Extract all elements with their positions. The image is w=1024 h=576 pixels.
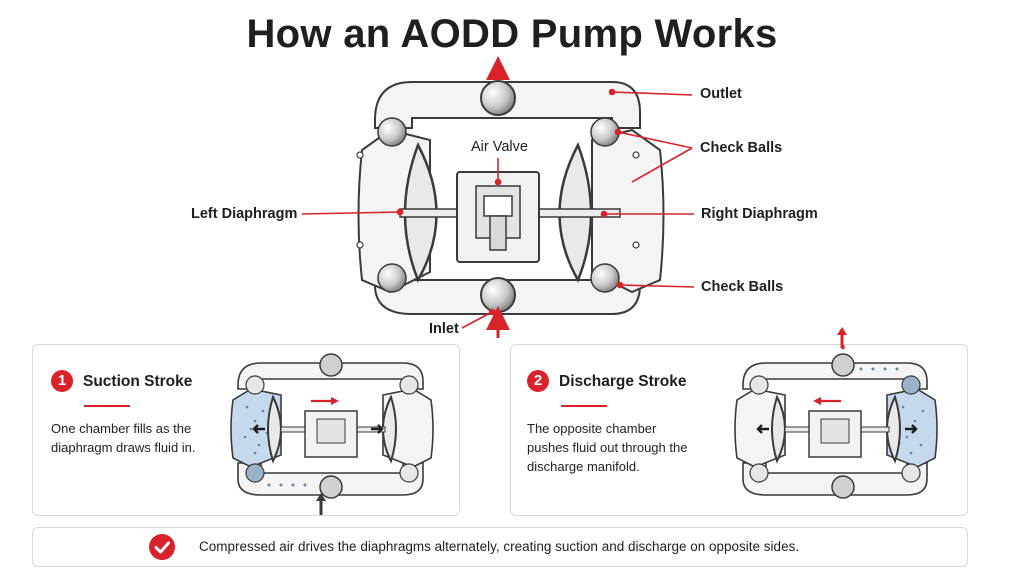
check-balls-top-label: Check Balls [700,140,783,156]
check-icon [149,534,175,560]
suction-stroke-card: 1 Suction Stroke One chamber fills as th… [32,344,460,516]
step-number-badge: 2 [527,370,549,392]
discharge-stroke-diagram [734,345,938,499]
step-description: The opposite chamber pushes fluid out th… [527,421,688,474]
left-diaphragm-label: Left Diaphragm [191,206,298,222]
outlet-label: Outlet [700,86,742,102]
discharge-stroke-card: 2 Discharge Stroke The opposite chamber … [510,344,968,516]
title-underline [84,405,130,407]
right-diaphragm-label: Right Diaphragm [701,206,818,222]
suction-stroke-diagram [230,353,434,515]
inlet-label: Inlet [429,321,459,337]
page-title: How an AODD Pump Works [246,12,778,56]
title-underline [561,405,607,407]
check-balls-bottom-label: Check Balls [701,279,784,295]
step-number-badge: 1 [51,370,73,392]
step-title: Discharge Stroke [559,373,687,390]
summary-footer: Compressed air drives the diaphragms alt… [32,527,968,567]
step-description: One chamber fills as the diaphragm draws… [51,421,196,455]
air-valve-label: Air Valve [471,139,528,155]
step-title: Suction Stroke [83,373,193,390]
summary-text: Compressed air drives the diaphragms alt… [199,539,800,554]
